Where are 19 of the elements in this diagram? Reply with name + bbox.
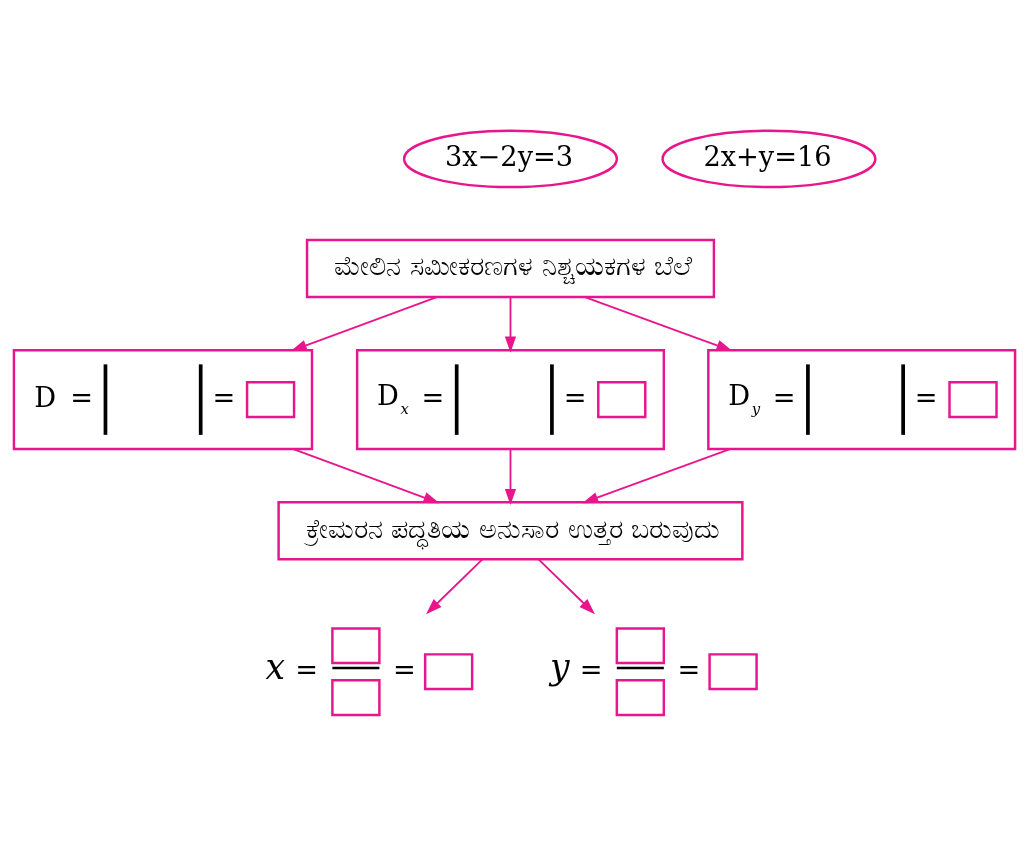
node-box: D = = <box>12 348 313 450</box>
arrow <box>537 557 595 614</box>
arrow <box>504 447 516 505</box>
node-box: ಕ್ರೇಮರನ ಪದ್ಧತಿಯ ಅನುಸಾರ ಉತ್ತರ ಬರುವುದು <box>276 500 744 560</box>
arrow <box>425 557 483 614</box>
node-box: D$_{y}$ = = <box>706 348 1016 450</box>
node-box: ಮೇಲಿನ ಸಮೀಕರಣಗಳ ನಿಶ್ಚಯಕಗಳ ಬೆಲೆ <box>305 238 715 298</box>
node-label: y <box>549 646 570 687</box>
node-label: = <box>294 653 318 685</box>
arrow <box>583 295 732 351</box>
arrow <box>291 447 440 503</box>
node-ellipse: 2x+y=16 <box>660 129 877 188</box>
node-box: D$_{x}$ = = <box>355 348 665 450</box>
node-label: x <box>265 646 285 687</box>
arrow <box>504 295 516 353</box>
node-ellipse: 3x−2y=3 <box>402 129 618 188</box>
node-label: = <box>579 653 603 685</box>
arrow <box>290 295 438 351</box>
arrow <box>581 447 731 503</box>
